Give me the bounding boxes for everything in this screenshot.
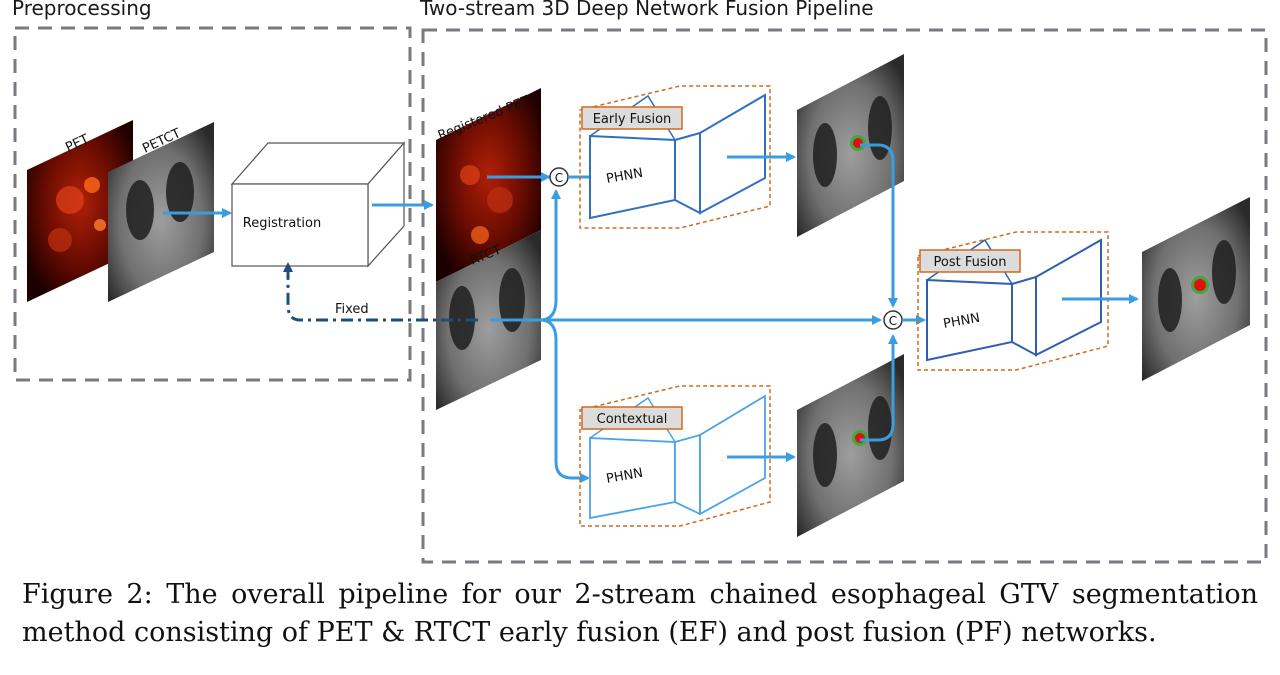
- contextual-label: Contextual: [597, 412, 668, 427]
- arrow-contextual-output-concat: [860, 334, 898, 442]
- pipeline-svg: PET PETCT Registration Registered PET RT…: [13, 26, 1268, 564]
- petct-image: [108, 122, 214, 302]
- early-fusion-output-image: [797, 54, 904, 237]
- early-fusion-label: Early Fusion: [593, 112, 672, 127]
- pipeline-section-box: [421, 28, 1268, 564]
- contextual-label-bg: [581, 406, 683, 430]
- registered-pet-image: [436, 88, 541, 282]
- preprocessing-section-box: [13, 26, 412, 382]
- contextual-output-image: [797, 354, 904, 537]
- pet-image: [27, 120, 133, 302]
- early-fusion-label-bg: [581, 106, 683, 130]
- contextual-block: [579, 385, 771, 527]
- post-fusion-label: Post Fusion: [934, 255, 1007, 270]
- figure-caption: Figure 2: The overall pipeline for our 2…: [22, 579, 1258, 648]
- pipeline-diagram: PET PETCT Registration Registered PET RT…: [12, 0, 1268, 564]
- rtct-image: [436, 230, 541, 410]
- fixed-arrowhead: [283, 262, 293, 272]
- registration-label: Registration: [243, 216, 321, 231]
- early-fusion-block: [579, 85, 771, 229]
- fixed-label: Fixed: [335, 302, 369, 317]
- fixed-arrow: [286, 270, 478, 322]
- pipeline-title: Two-stream 3D Deep Network Fusion Pipeli…: [420, 0, 874, 20]
- preprocessing-title: Preprocessing: [12, 0, 152, 20]
- concat-label-post: C: [889, 314, 897, 328]
- final-output-image: [1142, 197, 1250, 381]
- post-fusion-phnn: PHNN: [942, 311, 981, 332]
- contextual-phnn: PHNN: [605, 466, 644, 487]
- registration-box: [230, 141, 406, 268]
- post-fusion-label-bg: [919, 249, 1021, 273]
- arrow-early-output-concat: [860, 143, 898, 308]
- concat-label-early: C: [555, 171, 563, 185]
- rtct-branch-down: [539, 318, 590, 483]
- early-fusion-phnn: PHNN: [605, 166, 644, 187]
